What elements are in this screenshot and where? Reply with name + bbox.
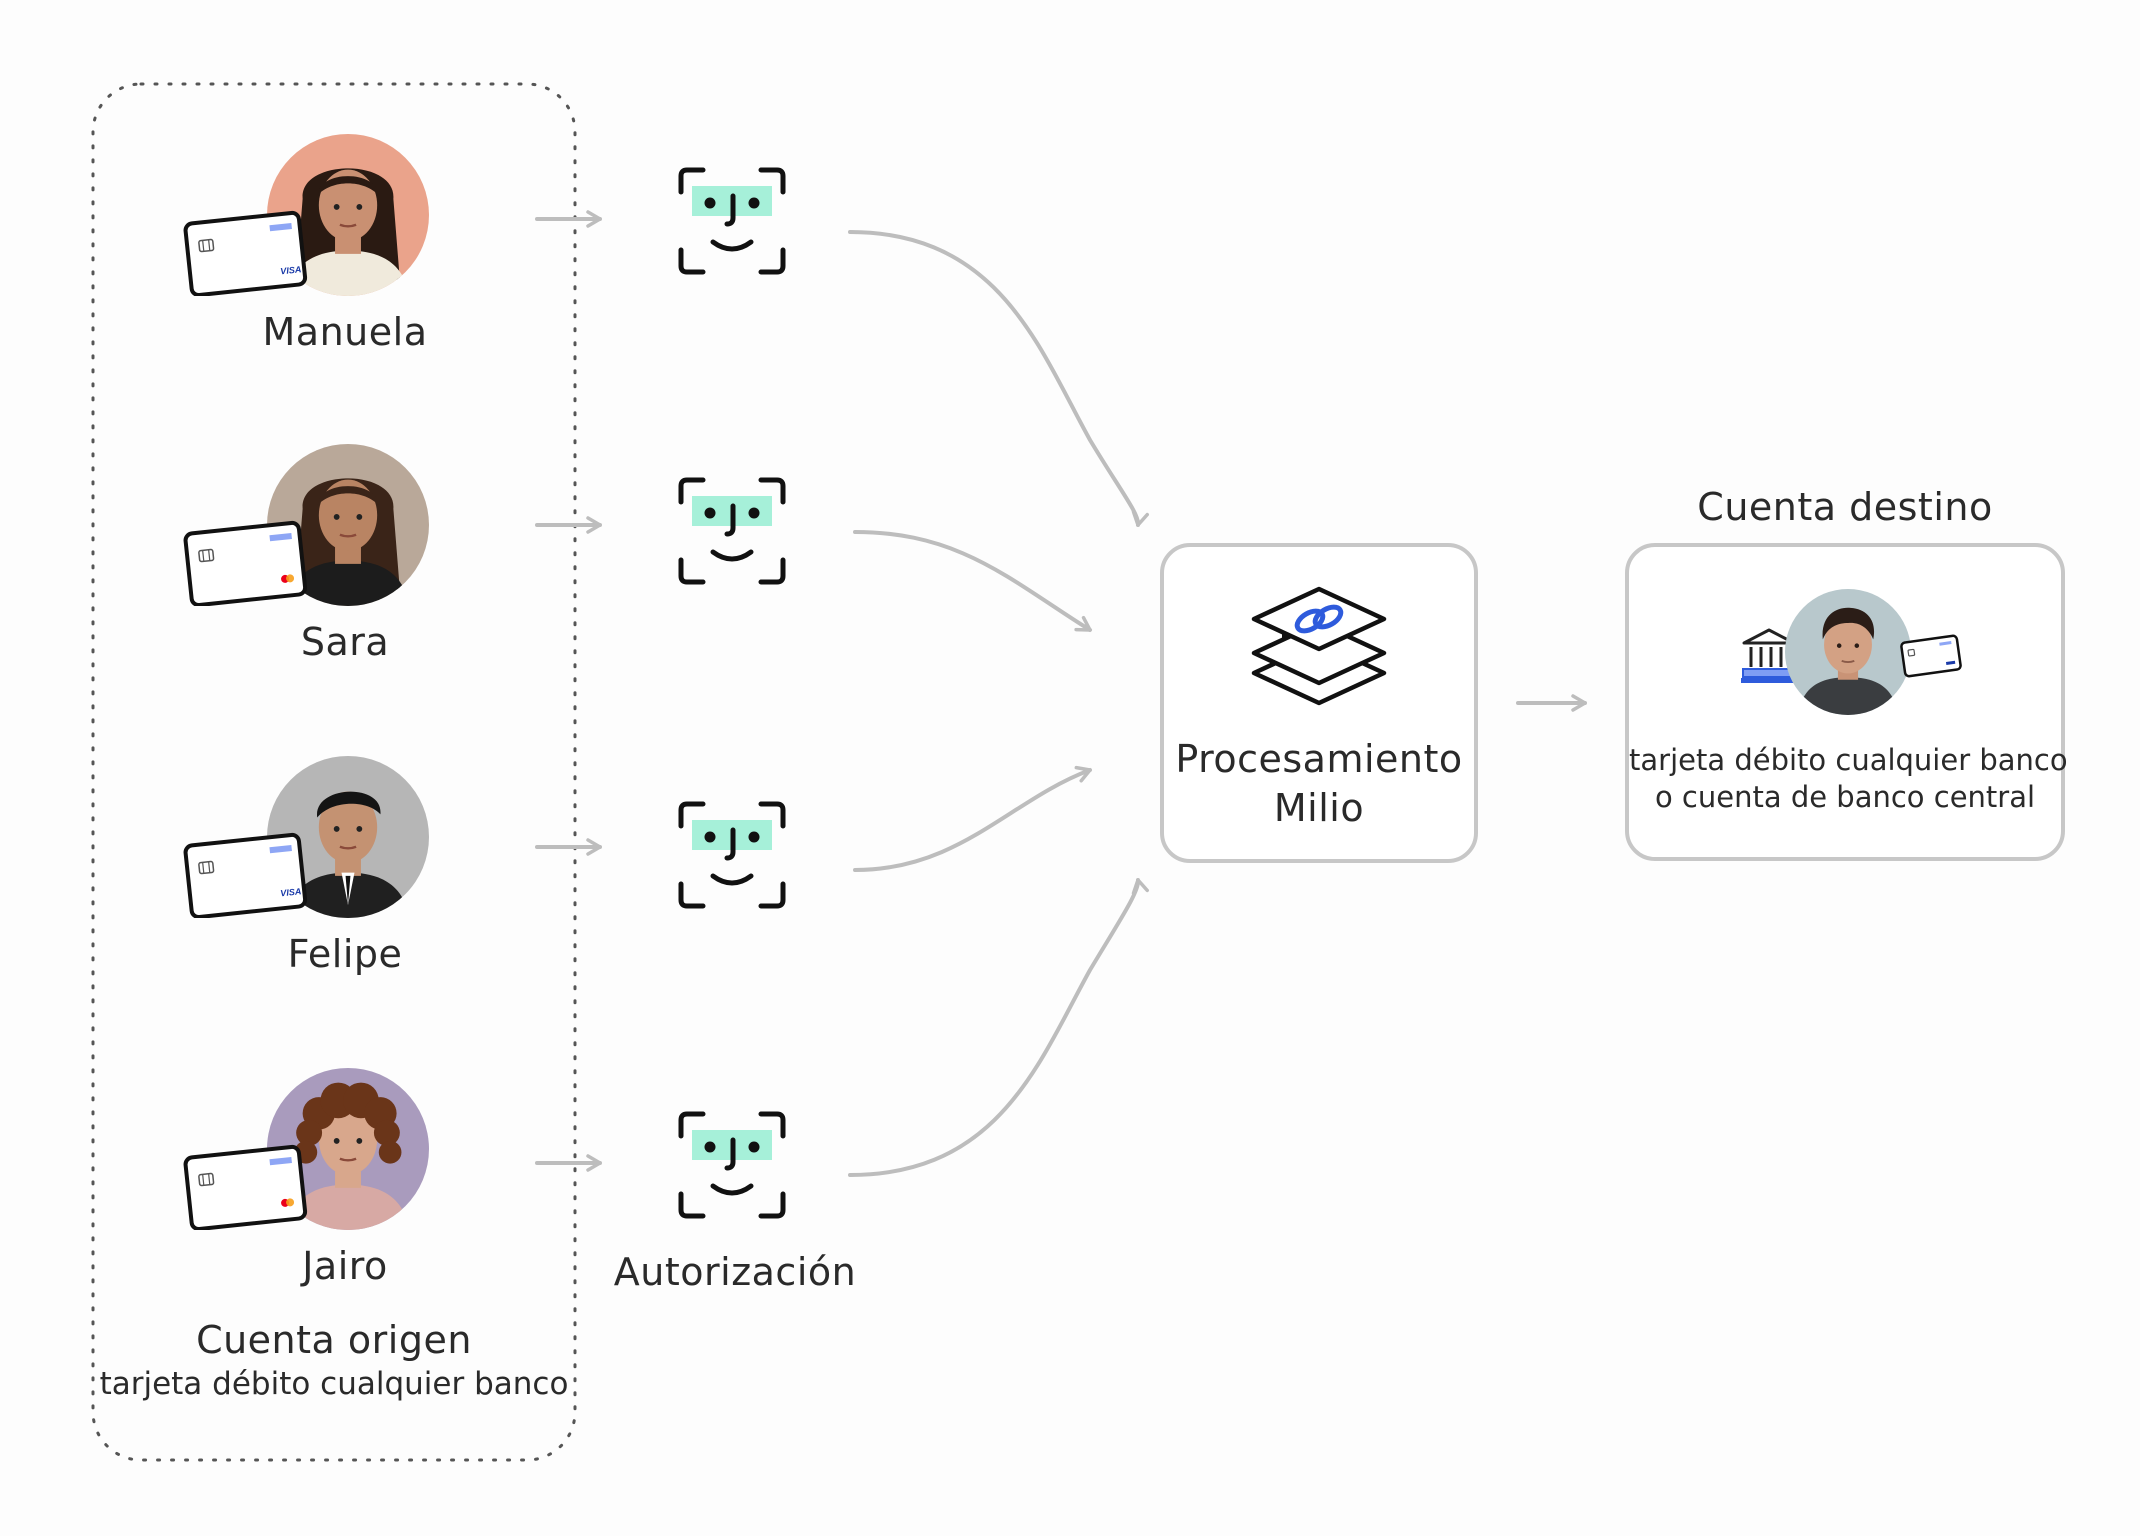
auth-to-processing-curves (848, 230, 1149, 1177)
curve-1 (848, 230, 1149, 527)
person-name-manuela: Manuela (262, 310, 428, 354)
layers-link-icon (1251, 586, 1387, 706)
destination-box: tarjeta débito cualquier banco o cuenta … (1625, 543, 2068, 861)
person-name-sara: Sara (300, 620, 390, 664)
curve-2 (853, 530, 1092, 632)
person-name-jairo: Jairo (302, 1244, 388, 1288)
curve-3 (853, 765, 1092, 872)
face-id-icon (677, 476, 787, 590)
person-to-auth-arrows (535, 210, 602, 1172)
debit-card-icon (183, 1144, 308, 1232)
card-icon-manuela: VISA (180, 206, 310, 300)
person-name-felipe: Felipe (287, 932, 403, 976)
svg-text:VISA: VISA (280, 264, 302, 276)
avatar-felipe (267, 756, 429, 918)
face-id-icon (677, 1110, 787, 1224)
face-id-icon (677, 800, 787, 914)
destination-line2: o cuenta de banco central (1654, 780, 2036, 814)
face-id-icon (677, 166, 787, 280)
card-icon-jairo (180, 1140, 310, 1234)
origin-subtitle: tarjeta débito cualquier banco (99, 1366, 569, 1402)
destination-title: Cuenta destino (1697, 485, 1993, 529)
debit-card-icon: VISA (183, 832, 308, 920)
avatar-sara (267, 444, 429, 606)
authorization-label: Autorización (613, 1250, 857, 1294)
card-icon-felipe: VISA (180, 828, 310, 922)
origin-title: Cuenta origen (196, 1318, 472, 1362)
debit-card-icon: VISA (183, 210, 308, 298)
processing-label-line1: Procesamiento (1175, 737, 1463, 781)
processing-label-line2: Milio (1273, 786, 1365, 830)
card-icon-sara (180, 516, 310, 610)
processing-box: Procesamiento Milio (1160, 543, 1478, 863)
destination-avatar (1785, 589, 1911, 715)
debit-card-icon (183, 520, 308, 608)
destination-line1: tarjeta débito cualquier banco (1629, 743, 2068, 777)
destination-card-icon (1900, 634, 1962, 678)
svg-text:VISA: VISA (280, 886, 302, 898)
curve-4 (848, 878, 1149, 1177)
